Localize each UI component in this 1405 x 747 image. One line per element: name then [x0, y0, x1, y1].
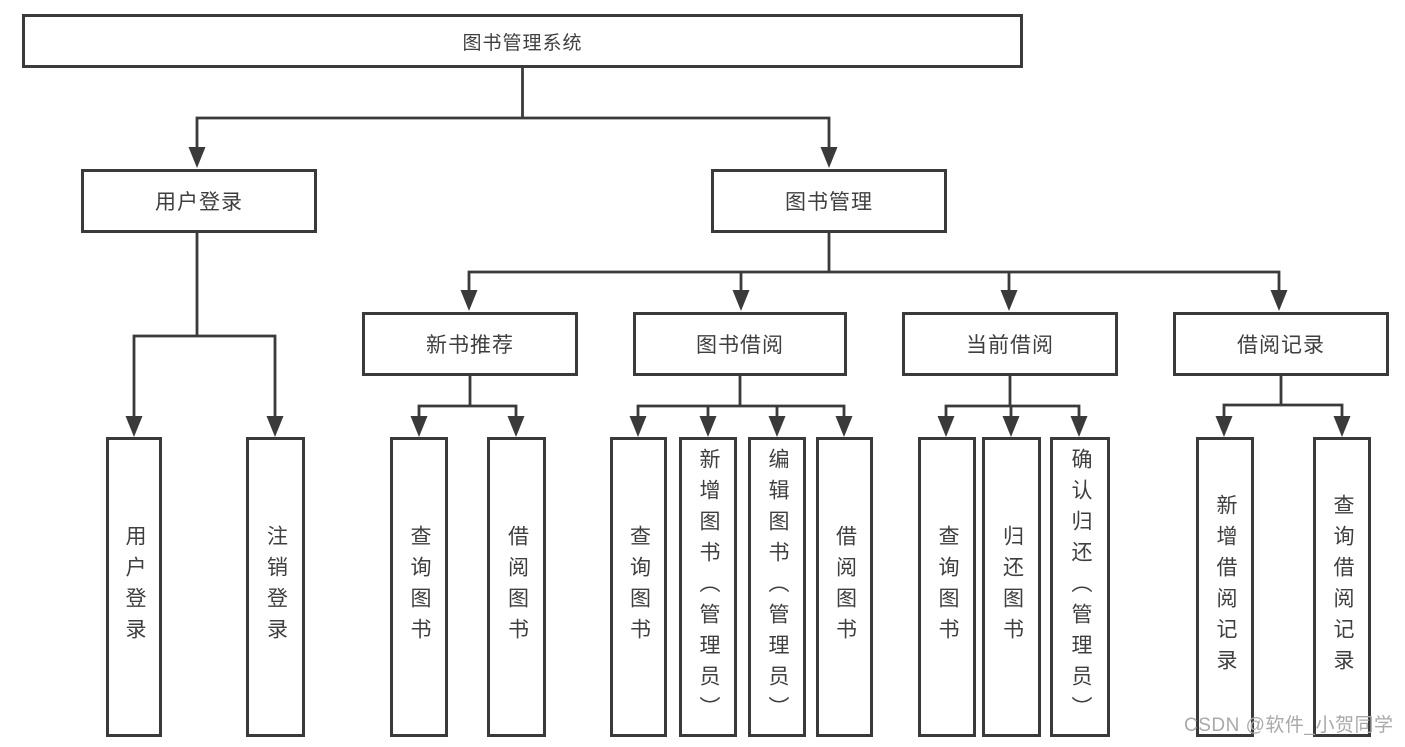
arrowhead — [699, 416, 717, 437]
arrowheads — [125, 147, 1351, 437]
node-current-borrowing: 当前借阅 — [902, 312, 1118, 376]
node-borrowing-records: 借阅记录 — [1173, 312, 1389, 376]
leaf-return-books-label: 归还图书 — [1000, 525, 1024, 649]
leaf-query-books-recommend-label: 查询图书 — [408, 525, 431, 649]
leaf-user-login-label: 用户登录 — [123, 525, 146, 649]
leaf-borrow-books-recommend: 借阅图书 — [487, 437, 546, 737]
leaf-query-books-recommend: 查询图书 — [390, 437, 448, 737]
leaf-return-books: 归还图书 — [982, 437, 1041, 737]
leaf-query-borrow-record: 查询借阅记录 — [1313, 437, 1371, 737]
node-current-borrowing-label: 当前借阅 — [966, 334, 1054, 357]
leaf-borrow-books-borrowing: 借阅图书 — [816, 437, 873, 737]
arrowhead — [732, 290, 750, 311]
leaf-query-books-borrowing-label: 查询图书 — [627, 525, 651, 649]
leaf-add-books-admin: 新增图书（管理员） — [679, 437, 737, 737]
arrowhead — [1000, 290, 1018, 311]
leaf-query-books-borrowing: 查询图书 — [610, 437, 667, 737]
arrowhead — [188, 147, 206, 168]
leaf-borrow-books-recommend-label: 借阅图书 — [505, 525, 529, 649]
node-book-borrowing: 图书借阅 — [633, 312, 847, 376]
connector-root-to-level2 — [195, 66, 831, 152]
leaf-edit-books-admin-label: 编辑图书（管理员） — [766, 447, 789, 727]
leaf-query-borrow-record-label: 查询借阅记录 — [1331, 494, 1354, 680]
arrowhead — [768, 416, 786, 437]
leaf-borrow-books-borrowing-label: 借阅图书 — [833, 525, 857, 649]
node-user-login: 用户登录 — [81, 169, 317, 233]
connector-borrowing-records-to-leaves — [1222, 374, 1344, 420]
node-new-book-recommend: 新书推荐 — [362, 312, 578, 376]
arrowhead — [937, 416, 955, 437]
leaf-add-borrow-record-label: 新增借阅记录 — [1214, 494, 1237, 680]
connector-current-borrowing-to-leaves — [944, 374, 1081, 420]
arrowhead — [1215, 416, 1233, 437]
connector-book-management-to-level3 — [467, 230, 1281, 294]
node-book-borrowing-label: 图书借阅 — [696, 334, 784, 357]
arrowhead — [1002, 416, 1020, 437]
node-root: 图书管理系统 — [22, 14, 1023, 68]
node-user-login-label: 用户登录 — [155, 191, 243, 214]
connector-book-borrowing-to-leaves — [636, 374, 846, 420]
arrowhead — [820, 147, 838, 168]
leaf-logout: 注销登录 — [246, 437, 305, 737]
arrowhead — [507, 416, 525, 437]
connector-user-login-to-leaves — [132, 230, 277, 420]
leaf-add-books-admin-label: 新增图书（管理员） — [697, 447, 720, 727]
arrowhead — [1270, 290, 1288, 311]
leaf-user-login: 用户登录 — [106, 437, 162, 737]
watermark: CSDN @软件_小贺同学 — [1184, 715, 1394, 736]
node-root-label: 图书管理系统 — [462, 32, 583, 54]
leaf-query-books-current: 查询图书 — [918, 437, 976, 737]
node-book-management-label: 图书管理 — [785, 191, 873, 214]
leaf-confirm-return-admin-label: 确认归还（管理员） — [1069, 447, 1092, 727]
node-new-book-recommend-label: 新书推荐 — [426, 334, 514, 357]
arrowhead — [410, 416, 428, 437]
arrowhead — [266, 416, 284, 437]
node-borrowing-records-label: 借阅记录 — [1237, 334, 1325, 357]
arrowhead — [835, 416, 853, 437]
arrowhead — [629, 416, 647, 437]
arrowhead — [1333, 416, 1351, 437]
leaf-logout-label: 注销登录 — [264, 525, 288, 649]
arrowhead — [460, 290, 478, 311]
leaf-query-books-current-label: 查询图书 — [936, 525, 959, 649]
leaf-add-borrow-record: 新增借阅记录 — [1196, 437, 1254, 737]
arrowhead — [1070, 416, 1088, 437]
leaf-edit-books-admin: 编辑图书（管理员） — [748, 437, 806, 737]
connector-new-book-recommend-to-leaves — [417, 374, 518, 420]
arrowhead — [125, 416, 143, 437]
leaf-confirm-return-admin: 确认归还（管理员） — [1050, 437, 1110, 737]
node-book-management: 图书管理 — [711, 169, 947, 233]
